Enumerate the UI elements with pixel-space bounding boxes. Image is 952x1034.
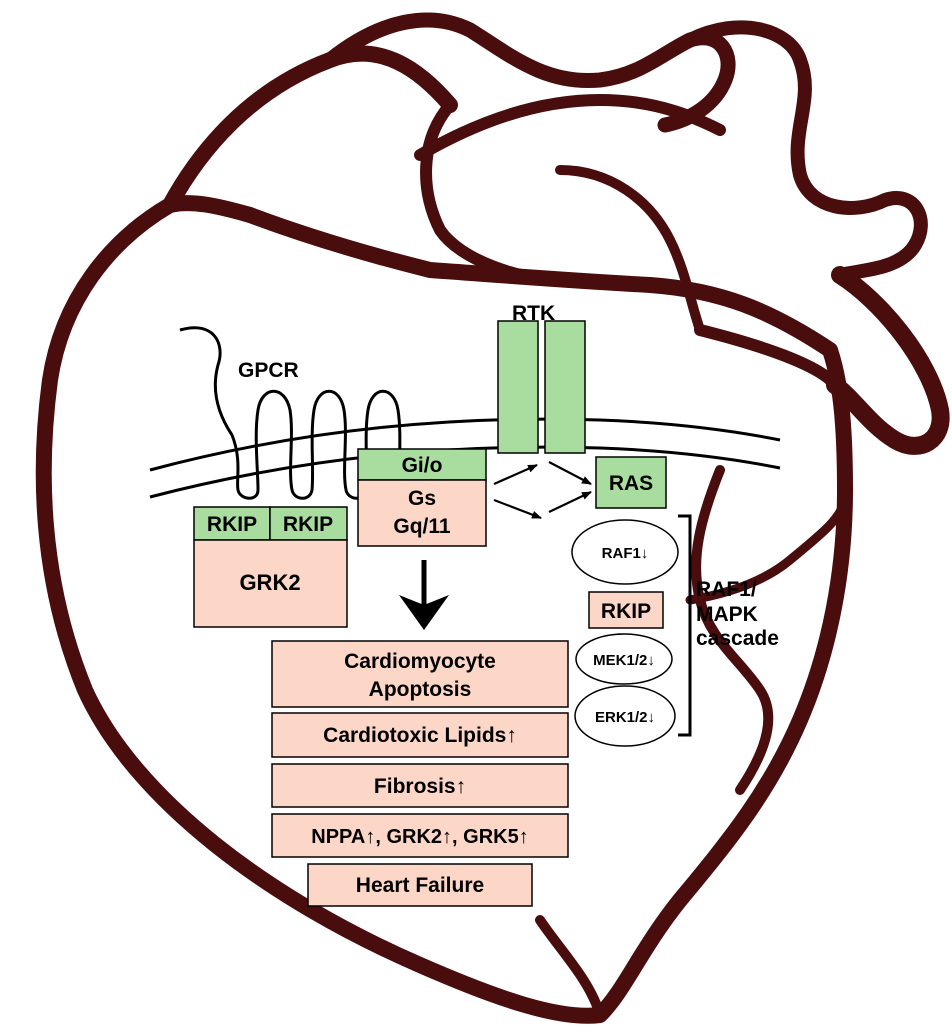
rtk-right-chain <box>545 321 585 453</box>
raf1-label: RAF1↓ <box>602 545 649 562</box>
mek-label: MEK1/2↓ <box>593 652 655 669</box>
down-arrow <box>399 560 449 630</box>
arrow-g-to-rtk <box>494 465 537 484</box>
outcome-heart-failure-label: Heart Failure <box>356 874 484 897</box>
rkip-left-label: RKIP <box>207 513 257 536</box>
outcome-apoptosis-line2: Apoptosis <box>369 678 472 701</box>
arrow-rtk-to-ras <box>549 462 591 484</box>
rkip-right-label: RKIP <box>283 513 333 536</box>
cascade-label-line3: cascade <box>696 627 779 650</box>
grk2-label: GRK2 <box>239 570 300 595</box>
arrow-cascade-to-ras <box>549 492 591 512</box>
outcome-fibrosis-label: Fibrosis↑ <box>374 775 466 798</box>
gio-label: Gi/o <box>402 454 443 477</box>
erk-label: ERK1/2↓ <box>595 709 655 726</box>
rtk-left-chain <box>498 321 538 453</box>
ras-label: RAS <box>609 472 653 495</box>
cascade-label-line2: MAPK <box>696 603 758 626</box>
arrow-g-to-cascade <box>494 500 541 518</box>
signal-arrows <box>494 462 591 518</box>
outcome-lipids-label: Cardiotoxic Lipids↑ <box>323 724 517 747</box>
gpcr-label: GPCR <box>238 359 299 382</box>
gq-label: Gq/11 <box>393 515 451 538</box>
outcome-markers-label: NPPA↑, GRK2↑, GRK5↑ <box>311 826 528 848</box>
rkip-cascade-label: RKIP <box>601 600 651 623</box>
cascade-label-line1: RAF1/ <box>696 578 757 601</box>
cascade-bracket <box>678 516 690 735</box>
outcome-apoptosis-line1: Cardiomyocyte <box>344 650 496 673</box>
gs-label: Gs <box>408 487 436 510</box>
